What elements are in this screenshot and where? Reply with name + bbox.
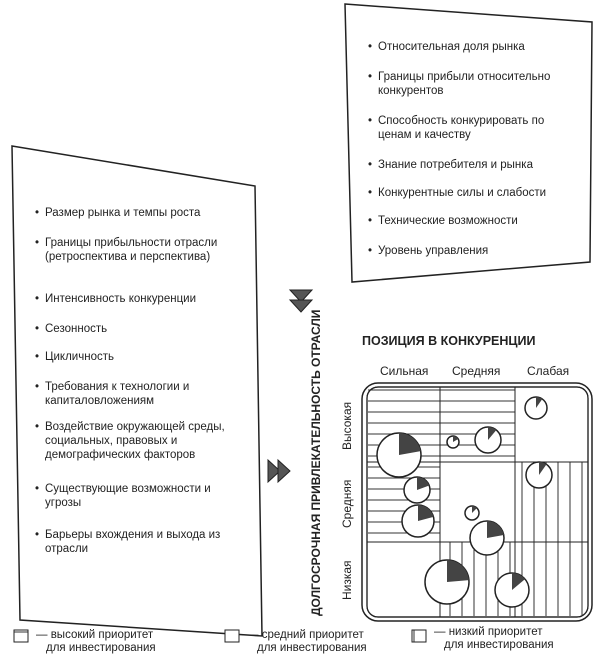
position-factor: Технические возможности bbox=[368, 214, 578, 228]
market-share-wedge bbox=[539, 462, 547, 475]
position-factor: Уровень управления bbox=[368, 244, 578, 258]
legend-swatch-horizontal bbox=[13, 629, 29, 643]
legend-label: — средний приоритет bbox=[247, 629, 364, 641]
column-label-weak: Слабая bbox=[527, 364, 570, 378]
position-factor: Границы прибыли относительно конкурентов bbox=[368, 70, 568, 98]
market-share-wedge bbox=[487, 521, 504, 538]
industry-factor: Сезонность bbox=[35, 322, 245, 336]
market-share-wedge bbox=[488, 427, 497, 440]
market-share-wedge bbox=[417, 477, 430, 490]
legend-swatch-vertical bbox=[411, 629, 427, 643]
cell-high-medium bbox=[440, 388, 515, 462]
row-label-low: Низкая bbox=[340, 560, 354, 600]
cell-low-weak bbox=[515, 542, 587, 616]
column-label-strong: Сильная bbox=[380, 364, 429, 378]
row-label-medium: Средняя bbox=[340, 479, 354, 528]
market-share-wedge bbox=[512, 573, 526, 590]
market-share-wedge bbox=[472, 506, 477, 513]
industry-factor: Цикличность bbox=[35, 350, 245, 364]
legend-label: — высокий приоритет bbox=[36, 629, 154, 641]
matrix-grid bbox=[361, 382, 593, 622]
business-circles bbox=[376, 396, 553, 608]
position-factor: Знание потребителя и рынка bbox=[368, 158, 578, 172]
market-share-wedge bbox=[453, 436, 459, 442]
industry-factor: Воздействие окружающей среды, социальных… bbox=[35, 420, 245, 462]
industry-factor: Барьеры вхождения и выхода из отрасли bbox=[35, 528, 225, 556]
column-label-medium: Средняя bbox=[452, 364, 501, 378]
position-factor: Конкурентные силы и слабости bbox=[368, 186, 578, 200]
y-axis-title: ДОЛГОСРОЧНАЯ ПРИВЛЕКАТЕЛЬНОСТЬ ОТРАСЛИ bbox=[309, 309, 323, 616]
right-arrow-icon bbox=[267, 458, 291, 484]
market-share-wedge bbox=[418, 505, 434, 521]
industry-factor: Интенсивность конкуренции bbox=[35, 292, 245, 306]
legend-label-2: для инвестирования bbox=[444, 639, 554, 651]
legend-swatch-none bbox=[224, 629, 240, 643]
market-share-wedge bbox=[536, 397, 543, 408]
x-axis-title: ПОЗИЦИЯ В КОНКУРЕНЦИИ bbox=[362, 334, 536, 348]
industry-factor: Размер рынка и темпы роста bbox=[35, 206, 245, 220]
industry-factor: Существующие возможности и угрозы bbox=[35, 482, 225, 510]
legend-label: — низкий приоритет bbox=[434, 626, 543, 638]
industry-factor: Требования к технологии и капиталовложен… bbox=[35, 380, 225, 408]
industry-factor: Границы прибыльности отрасли (ретроспект… bbox=[35, 236, 225, 264]
down-arrow-icon bbox=[288, 289, 314, 313]
market-share-wedge bbox=[399, 433, 421, 455]
market-share-wedge bbox=[447, 560, 469, 582]
position-factor: Относительная доля рынка bbox=[368, 40, 578, 54]
legend-swatches bbox=[13, 629, 427, 643]
row-label-high: Высокая bbox=[340, 401, 354, 450]
position-factor: Способность конкурировать по ценам и кач… bbox=[368, 114, 553, 142]
legend-label-2: для инвестирования bbox=[257, 642, 367, 654]
legend-label-2: для инвестирования bbox=[46, 642, 156, 654]
